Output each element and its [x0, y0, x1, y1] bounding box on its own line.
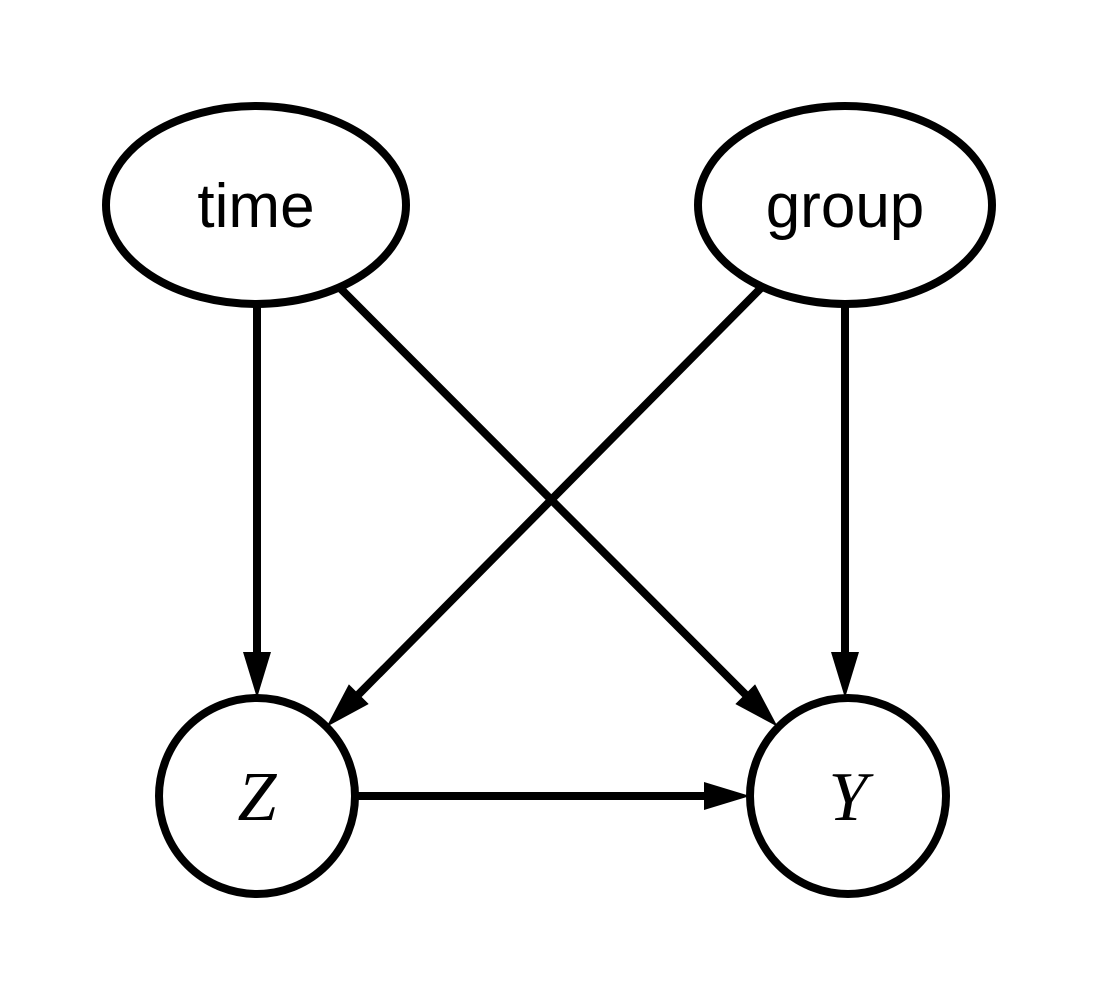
time-ellipse — [102, 102, 410, 308]
edge-group-to-z — [326, 284, 765, 727]
edge-time-to-y — [336, 284, 778, 727]
time-label: time — [197, 172, 314, 241]
group-label: group — [766, 172, 925, 241]
group-ellipse — [694, 102, 996, 308]
node-time: time — [102, 102, 410, 308]
node-group: group — [694, 102, 996, 308]
y-label: Y — [829, 759, 875, 836]
z-label: Z — [238, 759, 278, 836]
y-circle — [746, 694, 950, 898]
z-circle — [155, 694, 359, 898]
node-z: Z — [155, 694, 359, 898]
node-y: Y — [746, 694, 950, 898]
